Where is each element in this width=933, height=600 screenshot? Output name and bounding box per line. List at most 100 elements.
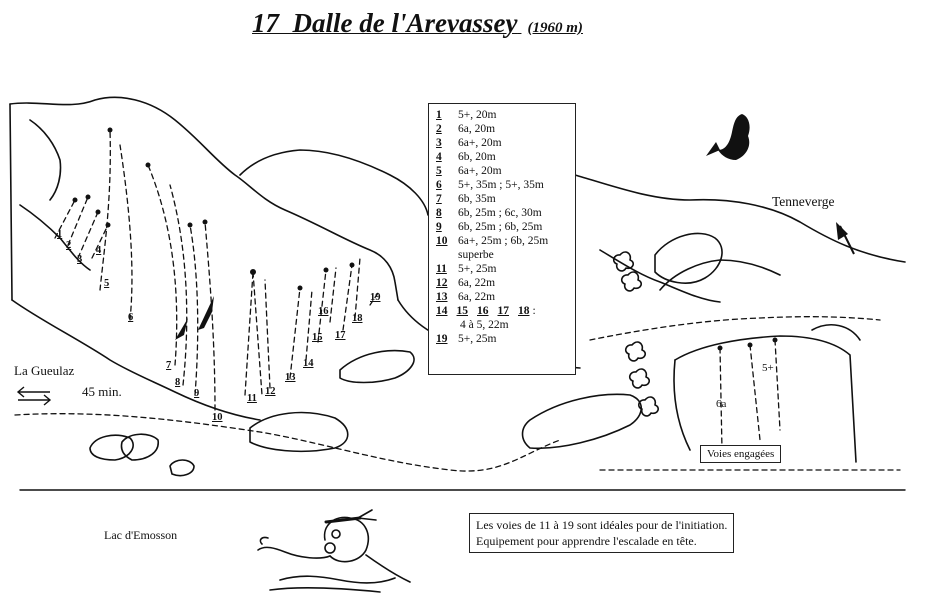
legend-route-num: 4	[436, 151, 442, 163]
legend-group-colon: :	[532, 305, 536, 317]
legend-group-desc: 4 à 5, 22m	[460, 319, 509, 331]
right-sector-rock	[811, 324, 861, 341]
route-12	[264, 279, 271, 389]
legend-group-num: 18	[518, 305, 530, 317]
legend-route-desc: 6a, 22m	[458, 277, 496, 289]
legend-route-num: 10	[436, 235, 448, 247]
boulder-f	[120, 433, 159, 461]
route-16	[329, 267, 337, 323]
legend-row: 6 5+, 35m ; 5+, 35m	[436, 178, 575, 192]
bird-icon	[706, 114, 750, 160]
cliff-middle-outline	[239, 149, 429, 216]
route-label-6: 6	[128, 312, 134, 323]
route-right-3	[774, 339, 781, 431]
route-11a	[244, 271, 254, 396]
route-2	[67, 196, 89, 246]
legend-route-num: 1	[436, 109, 442, 121]
boulder-g	[169, 459, 195, 477]
boulder-d	[249, 411, 349, 453]
legend-route-num: 3	[436, 137, 442, 149]
swimmer-mascot	[257, 509, 411, 593]
route-right-1	[719, 347, 723, 451]
route-18	[354, 257, 361, 319]
route-label-5: 5	[104, 278, 110, 289]
legend-route-desc: 6b, 35m	[458, 193, 496, 205]
route-label-2: 2	[66, 240, 72, 251]
legend-route-desc: 5+, 20m	[458, 109, 497, 121]
right-approach-path	[589, 316, 881, 341]
shrub-4	[628, 368, 650, 389]
cliff-left-edge	[9, 103, 13, 301]
route-label-19: 19	[370, 292, 381, 303]
route-15	[317, 269, 327, 343]
legend-row: 3 6a+, 20m	[436, 136, 575, 150]
route-17	[342, 264, 353, 331]
crack-1	[175, 318, 188, 340]
legend-route-desc: 5+, 35m ; 5+, 35m	[458, 179, 544, 191]
legend-route-num: 13	[436, 291, 448, 303]
legend-route-desc: 6a+, 20m	[458, 137, 502, 149]
route-14	[305, 289, 313, 361]
label-la-gueulaz: La Gueulaz	[14, 363, 75, 378]
route-label-15: 15	[312, 332, 323, 343]
boulder-e	[89, 434, 134, 461]
route-label-3: 3	[77, 254, 83, 265]
legend-route-num: 11	[436, 263, 447, 275]
route-label-4: 4	[96, 245, 102, 256]
route-label-10: 10	[212, 412, 223, 423]
legend-row: 19 5+, 25m	[436, 332, 575, 346]
cliff-left-outline	[9, 96, 399, 301]
legend-group-num: 16	[477, 305, 489, 317]
route-label-17: 17	[335, 330, 346, 341]
cliff-right-outline	[574, 174, 906, 263]
route-8	[169, 184, 188, 386]
slab-outline	[659, 259, 781, 291]
note-line-1: Les voies de 11 à 19 sont idéales pour d…	[476, 518, 728, 532]
boulder-a	[654, 232, 723, 284]
title-altitude: (1960 m)	[527, 20, 583, 36]
cliff-left-shade	[29, 119, 62, 201]
legend-route-desc: 6b, 20m	[458, 151, 496, 163]
engaged-routes-box: Voies engagées	[700, 445, 782, 463]
legend-group-num: 17	[497, 305, 510, 317]
approach-path	[14, 413, 561, 472]
north-arrow-icon	[836, 222, 855, 255]
boulder-c	[339, 349, 415, 384]
right-sector-grade-b: 5+	[762, 362, 774, 374]
shrub-1	[612, 251, 634, 272]
right-sector-outline	[674, 335, 857, 463]
initiation-note-box: Les voies de 11 à 19 sont idéales pour d…	[469, 513, 735, 553]
cliff-right-lower	[599, 249, 721, 303]
route-label-11: 11	[247, 393, 257, 404]
route-label-13: 13	[285, 372, 296, 383]
legend-route-num: 9	[436, 221, 442, 233]
route-label-18: 18	[352, 313, 363, 324]
legend-route-desc: 6b, 25m ; 6c, 30m	[458, 207, 542, 219]
route-label-16: 16	[318, 306, 329, 317]
legend-route-desc: 6a, 20m	[458, 123, 496, 135]
legend-route-num: 6	[436, 179, 442, 191]
route-5	[99, 129, 111, 291]
legend-row: 1 5+, 20m	[436, 108, 575, 122]
route-label-9: 9	[194, 388, 200, 399]
route-label-8: 8	[175, 377, 181, 388]
walk-direction-arrow-icon	[16, 386, 52, 406]
route-label-1: 1	[57, 229, 63, 240]
legend-route-num: 19	[436, 333, 448, 345]
right-sector-left	[673, 359, 691, 451]
right-sector-grade-a: 6a	[716, 398, 727, 410]
label-tenneverge: Tenneverge	[772, 194, 835, 209]
route-3	[77, 211, 99, 259]
crack-2	[198, 296, 214, 330]
shrub-5	[637, 396, 659, 417]
title-name: Dalle de l'Arevassey	[292, 8, 518, 38]
